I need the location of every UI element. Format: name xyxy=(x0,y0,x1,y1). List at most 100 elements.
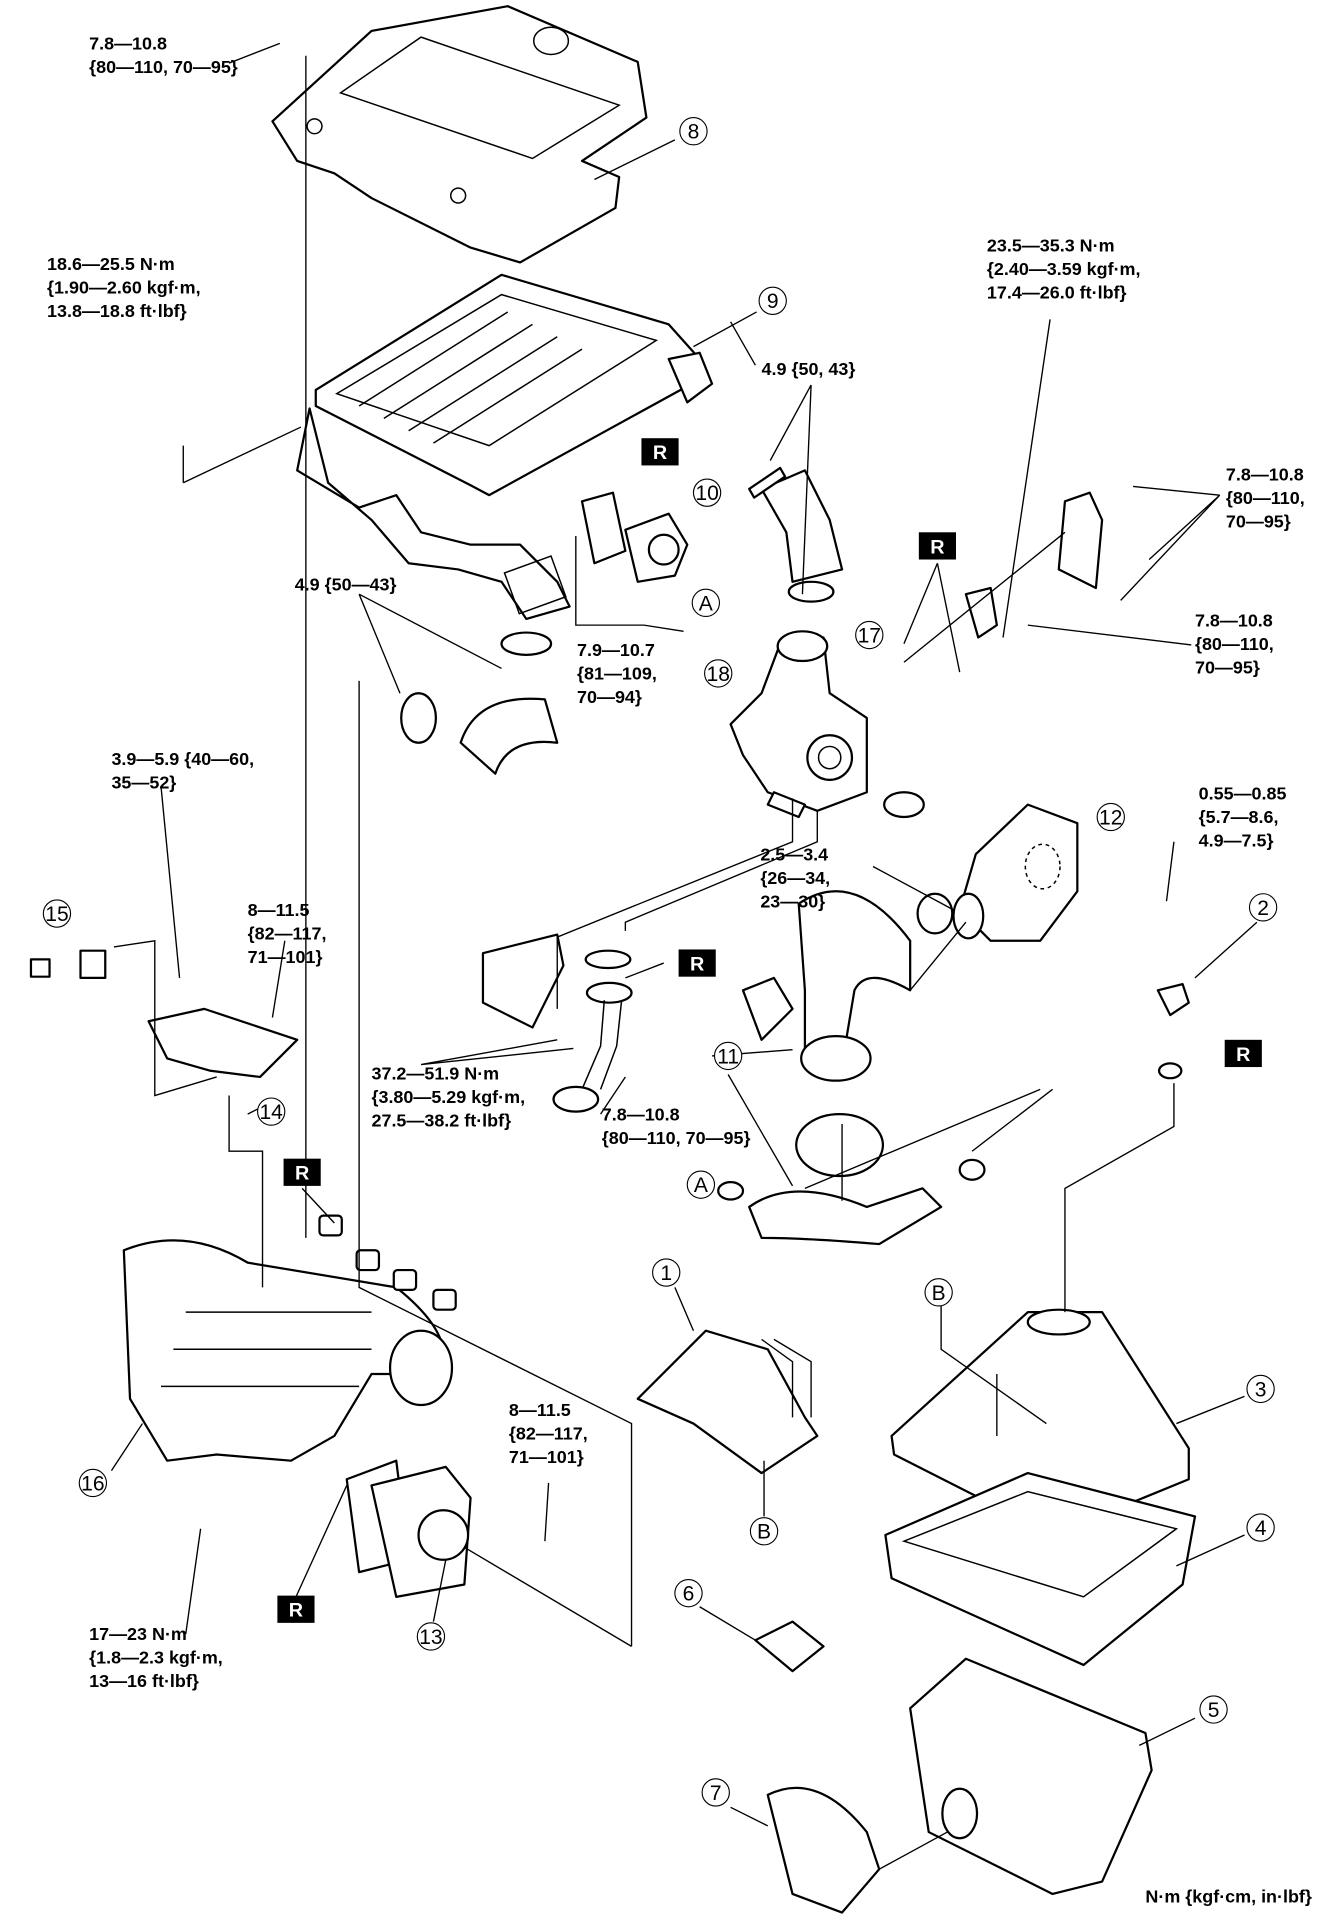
part-callout: 2 xyxy=(1248,893,1278,922)
torque-spec-line: 3.9—5.9 {40—60, xyxy=(111,749,254,769)
torque-spec: 7.8—10.8{80—110,70—95} xyxy=(1195,610,1274,677)
part-callout: 18 xyxy=(704,659,733,688)
callout-circle xyxy=(855,620,884,650)
replace-badge: R xyxy=(678,949,716,977)
part-callout: 13 xyxy=(416,1622,446,1651)
engine-cover xyxy=(271,5,648,264)
torque-spec-line: 7.8—10.8 xyxy=(89,34,167,54)
callout-circle xyxy=(416,1622,446,1651)
torque-spec-line: {1.90—2.60 kgf·m, xyxy=(47,277,201,297)
callout-circle xyxy=(1246,1513,1275,1542)
air-cleaner xyxy=(636,1308,1197,1914)
torque-spec-line: {80—110, 70—95} xyxy=(602,1128,751,1148)
part-callout: 14 xyxy=(257,1097,286,1126)
egr-pipe-and-brackets xyxy=(481,491,1104,1113)
torque-spec: 7.8—10.8 {80—110, 70—95} xyxy=(1226,464,1305,531)
torque-spec-line: 7.9—10.7 xyxy=(577,640,655,660)
torque-spec-line: 7.8—10.8 xyxy=(1195,610,1273,630)
callout-label: 3 xyxy=(1255,1378,1267,1401)
torque-spec-line: 13.8—18.8 ft·lbf} xyxy=(47,301,187,321)
callout-circle xyxy=(924,1278,953,1307)
part-callout: 7 xyxy=(701,1778,730,1807)
torque-spec-line: 4.9 {50, 43} xyxy=(762,359,856,379)
callout-label: 4 xyxy=(1255,1517,1267,1540)
torque-spec: 7.8—10.8 {80—110, 70—95} xyxy=(602,1104,751,1148)
svg-text:R: R xyxy=(690,954,704,976)
part-callout: 15 xyxy=(42,899,72,928)
callout-circle xyxy=(713,1041,743,1071)
part-callout: 5 xyxy=(1199,1695,1228,1724)
callout-circle xyxy=(674,1578,703,1608)
callout-label: 6 xyxy=(683,1583,695,1606)
callout-circle xyxy=(691,588,721,618)
callout-label: A xyxy=(694,1174,708,1197)
callout-circle xyxy=(1246,1374,1275,1404)
torque-spec: 37.2—51.9 N·m{3.80—5.29 kgf·m,27.5—38.2 … xyxy=(371,1063,525,1130)
callout-label: 12 xyxy=(1099,806,1122,829)
part-callout: 4 xyxy=(1246,1513,1275,1542)
callout-circle xyxy=(652,1258,681,1287)
part-callout: 12 xyxy=(1096,802,1125,832)
torque-spec-line: {82—117, xyxy=(248,924,327,944)
callout-circle xyxy=(1199,1695,1228,1724)
leader-lines xyxy=(110,42,1258,1870)
callout-label: 7 xyxy=(710,1782,722,1805)
part-callout: 17 xyxy=(855,620,884,650)
torque-spec-line: 8—11.5 xyxy=(509,1400,571,1420)
air-hoses xyxy=(400,466,986,1246)
torque-spec-line: 70—94} xyxy=(577,687,642,707)
torque-spec-line: 17—23 N·m xyxy=(89,1624,187,1644)
torque-spec-line: 71—101} xyxy=(509,1447,584,1467)
torque-spec-line: {2.40—3.59 kgf·m, xyxy=(987,259,1141,279)
callout-label: 17 xyxy=(858,624,881,647)
part-callout: 11 xyxy=(713,1041,743,1071)
part-callout: 9 xyxy=(758,286,787,315)
callout-label: 14 xyxy=(259,1101,283,1124)
callout-label: 13 xyxy=(419,1626,442,1649)
replace-badge: R xyxy=(277,1595,315,1623)
callout-label: 15 xyxy=(45,903,68,926)
unit-note: N·m {kgf·cm, in·lbf} xyxy=(1145,1887,1311,1907)
torque-spec-line: 23.5—35.3 N·m xyxy=(987,235,1115,255)
torque-spec-line: {1.8—2.3 kgf·m, xyxy=(89,1648,223,1668)
turbocharger xyxy=(729,630,1079,942)
callout-label: 16 xyxy=(81,1472,104,1495)
callout-circle xyxy=(257,1097,286,1126)
torque-spec: 8—11.5{82—117,71—101} xyxy=(509,1400,588,1467)
reference-letter: A xyxy=(691,588,721,618)
svg-text:R: R xyxy=(930,536,944,558)
torque-spec-line: 70—95} xyxy=(1226,511,1291,531)
torque-spec: 3.9—5.9 {40—60,35—52} xyxy=(111,749,254,793)
torque-spec-line: 23—30} xyxy=(760,891,825,911)
callout-circle xyxy=(1248,893,1278,922)
torque-spec-line: 0.55—0.85 xyxy=(1199,784,1287,804)
part-callout: 3 xyxy=(1246,1374,1275,1404)
torque-spec: 4.9 {50, 43} xyxy=(762,359,856,379)
reference-letter: A xyxy=(686,1170,716,1199)
callout-label: B xyxy=(757,1521,771,1544)
svg-text:R: R xyxy=(289,1600,303,1622)
svg-text:R: R xyxy=(295,1163,309,1185)
torque-spec-line: 18.6—25.5 N·m xyxy=(47,254,175,274)
reference-letter: B xyxy=(749,1517,779,1546)
callout-label: 1 xyxy=(660,1262,672,1285)
torque-spec-line: {80—110, 70—95} xyxy=(89,57,238,77)
torque-spec-line: 4.9 {50—43} xyxy=(295,574,397,594)
torque-spec: 18.6—25.5 N·m {1.90—2.60 kgf·m, 13.8—18.8 … xyxy=(47,254,201,321)
replace-badge: R xyxy=(641,438,679,466)
svg-text:R: R xyxy=(653,442,667,464)
part-callout: 10 xyxy=(692,478,722,507)
callout-label: 18 xyxy=(707,663,730,686)
torque-spec-line: 7.8—10.8 xyxy=(1226,464,1304,484)
torque-spec-line: 27.5—38.2 ft·lbf} xyxy=(371,1110,511,1130)
torque-spec-line: 7.8—10.8 xyxy=(602,1104,680,1124)
callout-circle xyxy=(679,117,708,146)
callout-label: 11 xyxy=(717,1045,739,1068)
torque-spec-line: {80—110, xyxy=(1226,488,1305,508)
callout-circle xyxy=(701,1778,730,1807)
replace-marks: R R R R R R xyxy=(277,438,1262,1623)
intake-manifold xyxy=(122,1214,472,1598)
